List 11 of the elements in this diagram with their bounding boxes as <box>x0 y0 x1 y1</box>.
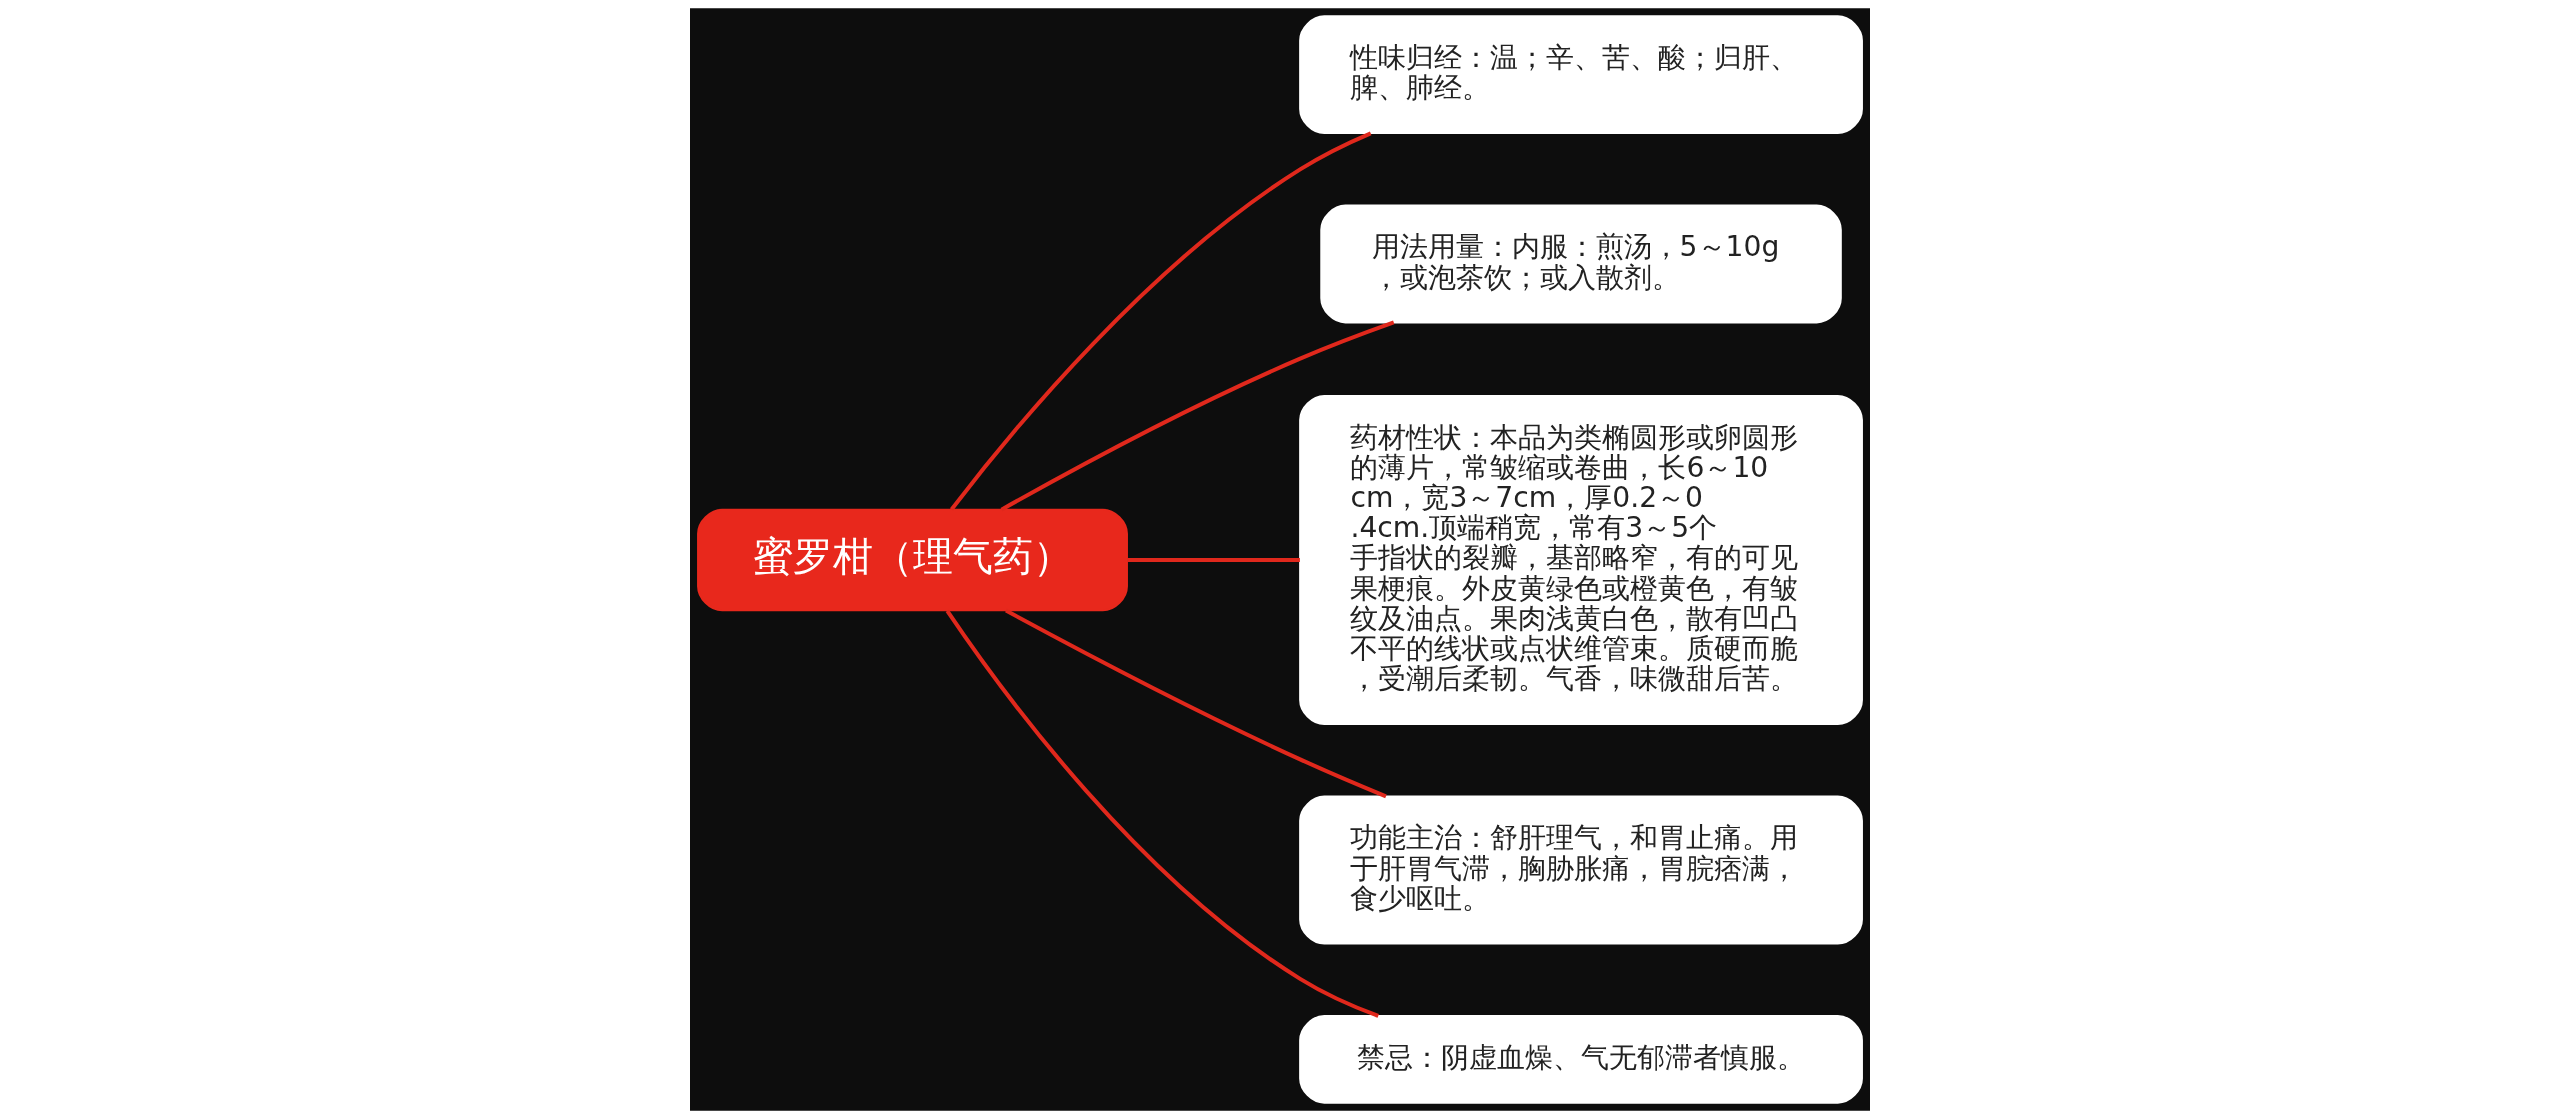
connector <box>1127 558 1300 562</box>
connector <box>945 609 1379 1018</box>
node-box: 性味归经：温；辛、苦、酸；归肝、脾、肺经。 <box>1299 15 1863 135</box>
connector <box>1000 320 1395 512</box>
node-box: 用法用量：内服：煎汤，5～10g，或泡茶饮；或入散剂。 <box>1320 204 1842 324</box>
node-box: 功能主治：舒肝理气，和胃止痛。用于肝胃气滞，胸胁胀痛，胃脘痞满，食少呕吐。 <box>1299 795 1863 945</box>
node-box: 蜜罗柑（理气药） <box>697 508 1128 612</box>
connector <box>1005 608 1387 799</box>
node-box: 药材性状：本品为类椭圆形或卵圆形的薄片，常皱缩或卷曲，长6～10cm，宽3～7cm，厚0.2～0.4cm.顶端稍宽，常有3～5个手指状的裂瓣，基部略窄，有的可见果梗痕。外皮黄绿色或橙黄色，有皱纹及油点。果肉浅黄白色，散有凹凸不平的线状或点状维管束。质硬而脆，受潮后柔韧。气香，味微甜后苦。 <box>1299 394 1863 726</box>
node-box: 禁忌：阴虚血燥、气无郁滞者慎服。 <box>1299 1015 1863 1104</box>
connector <box>949 131 1372 511</box>
